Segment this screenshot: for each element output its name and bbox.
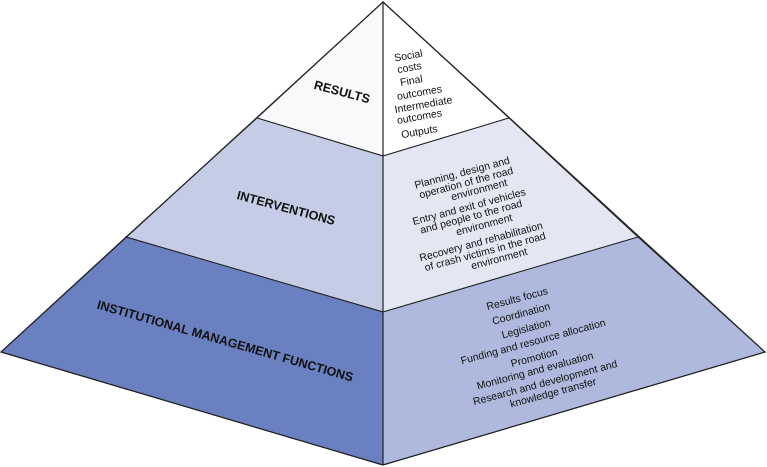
results-item: Final bbox=[399, 73, 424, 89]
results-tier: RESULTS Social costs Final outcomes Inte… bbox=[256, 0, 510, 157]
results-item: costs bbox=[396, 60, 422, 76]
results-item: Social bbox=[393, 48, 423, 65]
institutional-tier: INSTITUTIONAL MANAGEMENT FUNCTIONS Resul… bbox=[0, 236, 766, 466]
